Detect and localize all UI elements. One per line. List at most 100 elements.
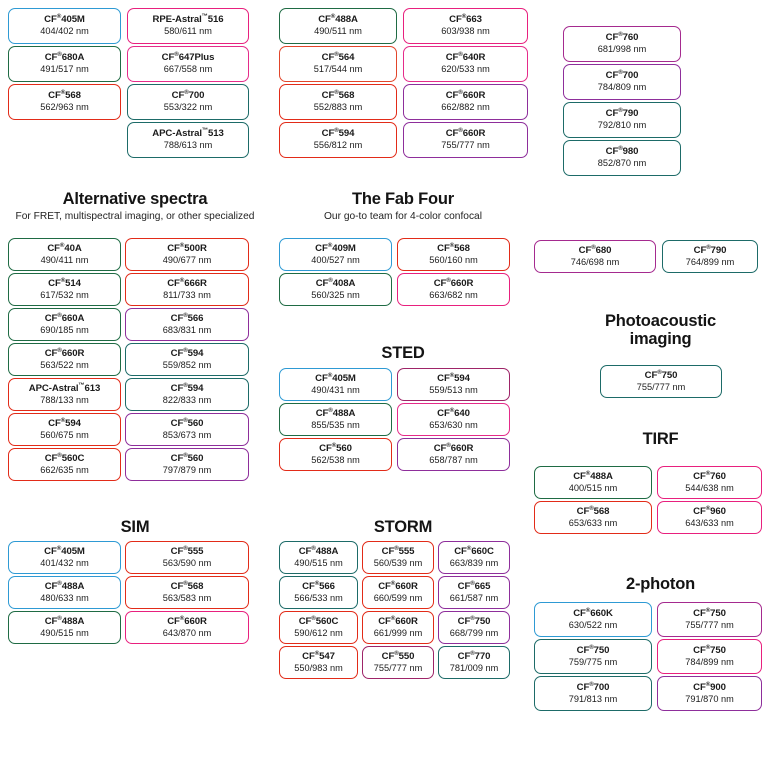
dye-spectra: 620/533 nm <box>441 64 490 75</box>
dye-name: CF®960 <box>693 505 726 518</box>
trademark-icon: ® <box>461 13 467 20</box>
dye-code: 660R <box>61 347 85 359</box>
dye-name: CF®560 <box>171 417 204 430</box>
dye-spectra: 590/612 nm <box>294 627 343 638</box>
dye-brand: CF <box>315 242 328 254</box>
dye-code: 750 <box>474 615 491 627</box>
dye-spectra: 400/515 nm <box>568 482 618 493</box>
trademark-icon: ® <box>311 614 316 622</box>
dye-brand: CF <box>578 244 592 256</box>
trademark-icon: ® <box>470 579 475 587</box>
dye-code: 594 <box>338 128 355 140</box>
dye-spectra: 755/777 nm <box>685 619 734 630</box>
dye-brand: CF <box>449 14 462 26</box>
dye-code: 594 <box>187 382 204 394</box>
dye-name: CF®660R <box>378 580 418 593</box>
dye-code: 660K <box>590 607 613 619</box>
dye-name: CF®547 <box>302 650 335 663</box>
trademark-icon: ® <box>458 127 463 134</box>
dye-spectra: 560/675 nm <box>40 429 89 440</box>
dye-code: 405M <box>332 372 356 384</box>
dye-spectra: 690/185 nm <box>40 324 89 335</box>
dye-spectra: 563/583 nm <box>162 592 212 603</box>
dye-spectra: 491/517 nm <box>40 64 89 75</box>
trademark-icon: ® <box>334 51 339 58</box>
